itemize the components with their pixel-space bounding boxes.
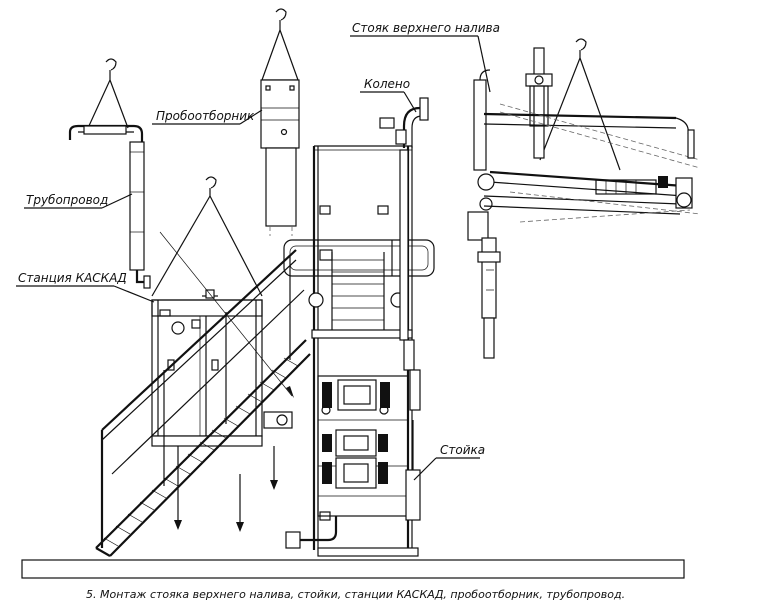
label-column: Стойка (440, 443, 485, 457)
placement-arrows (159, 231, 294, 532)
label-elbow: Колено (364, 77, 410, 91)
staircase (95, 249, 311, 557)
figure-caption: 5. Монтаж стояка верхнего налива, стойки… (86, 588, 625, 601)
sampler-assembly (260, 8, 300, 236)
label-sampler: Пробоотборник (156, 109, 255, 123)
label-top-riser: Стояк верхнего налива (352, 21, 500, 35)
ground-slab (21, 559, 685, 579)
label-pipeline: Трубопровод (26, 193, 108, 207)
pipeline-assembly (68, 58, 151, 289)
label-station: Станция КАСКАД (18, 271, 127, 285)
central-column (283, 145, 435, 557)
elbow-assembly (379, 97, 429, 148)
top-loading-riser (467, 38, 701, 359)
callout-leaders (16, 35, 491, 481)
